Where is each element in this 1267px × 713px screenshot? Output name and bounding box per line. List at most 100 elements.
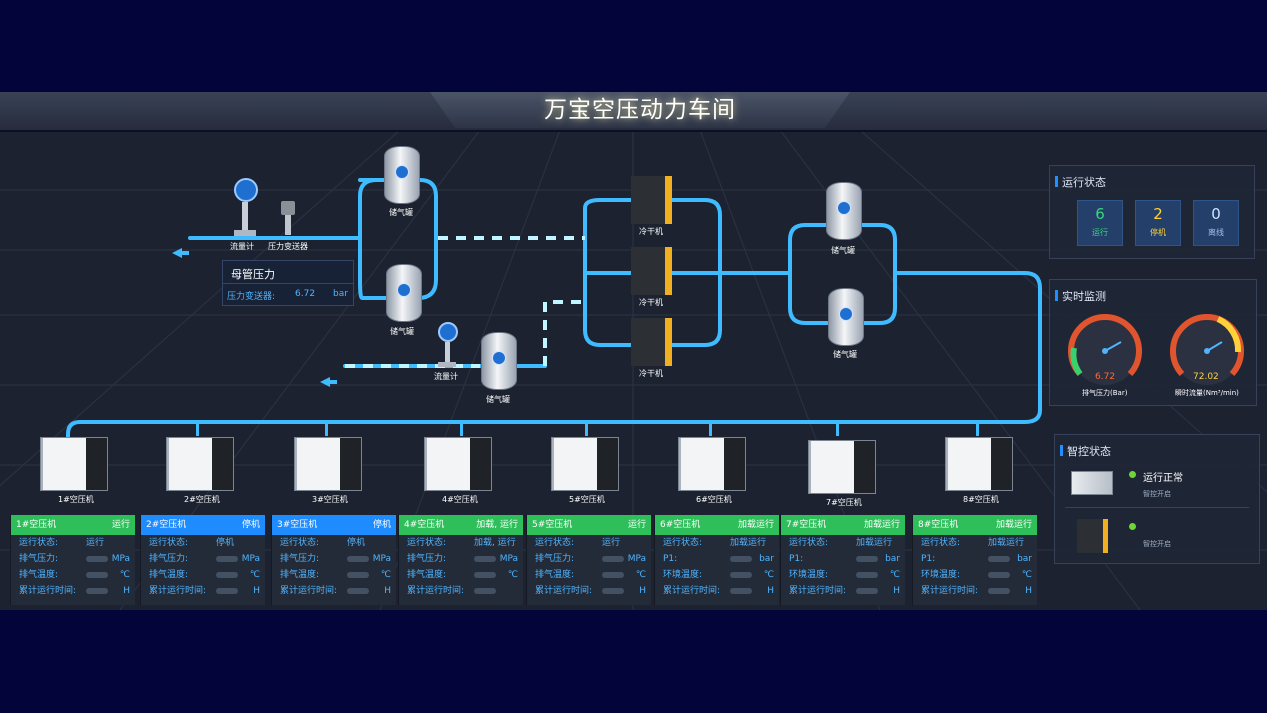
- compressor-name: 1#空压机: [16, 520, 57, 530]
- metric-unit: ℃: [889, 570, 900, 580]
- metric-value: [730, 567, 752, 583]
- redacted-value: [988, 571, 1010, 578]
- storage-tank-icon[interactable]: [828, 288, 864, 346]
- redacted-value: [216, 587, 238, 594]
- metric-unit: MPa: [241, 554, 260, 564]
- compressor-state: 加载运行: [995, 520, 1032, 530]
- metric-value: [856, 567, 878, 583]
- compressor-state: 停机: [372, 520, 391, 530]
- flowmeter-icon-2[interactable]: [438, 322, 458, 367]
- compressor-metric-row: P1:bar: [655, 551, 779, 567]
- storage-tank-label: 储气罐: [833, 350, 857, 359]
- compressor-name: 7#空压机: [786, 520, 827, 530]
- redacted-value: [856, 555, 878, 562]
- metric-label: 环境温度:: [921, 570, 961, 580]
- flow-gauge-label: 瞬时流量(Nm³/min): [1175, 389, 1239, 397]
- metric-label: 累计运行时间:: [280, 586, 338, 596]
- air-compressor-icon[interactable]: [808, 440, 876, 494]
- title-plate: [430, 92, 850, 128]
- metric-unit: H: [123, 586, 130, 596]
- metric-value: 运行: [602, 538, 621, 548]
- refrigerated-dryer-label: 冷干机: [639, 298, 663, 307]
- redacted-value: [988, 555, 1010, 562]
- metric-value: [86, 583, 108, 599]
- metric-value: 加载运行: [856, 538, 893, 548]
- metric-unit: MPa: [372, 554, 391, 564]
- compressor-name: 4#空压机: [404, 520, 445, 530]
- realtime-panel: 实时监测 6.72 排气压力(Bar) 72.02 瞬时流量(Nm³/min): [1049, 279, 1257, 406]
- refrigerated-dryer-icon[interactable]: [631, 176, 672, 224]
- air-compressor-icon[interactable]: [40, 437, 108, 491]
- run-status-panel: 运行状态 6 运行 2 停机 0 离线: [1049, 165, 1255, 259]
- compressor-metric-row: 运行状态:停机: [141, 535, 265, 551]
- compressor-card-header: 3#空压机 停机: [272, 515, 396, 535]
- metric-unit: H: [253, 586, 260, 596]
- metric-unit: H: [639, 586, 646, 596]
- air-compressor-label: 6#空压机: [696, 495, 732, 504]
- storage-tank-icon[interactable]: [481, 332, 517, 390]
- storage-tank-icon[interactable]: [826, 182, 862, 240]
- pressure-gauge-label: 排气压力(Bar): [1082, 389, 1128, 397]
- metric-value: [216, 551, 238, 567]
- redacted-value: [988, 587, 1010, 594]
- metric-label: 累计运行时间:: [407, 586, 465, 596]
- metric-label: 累计运行时间:: [789, 586, 847, 596]
- metric-value: [730, 551, 752, 567]
- metric-unit: H: [767, 586, 774, 596]
- air-compressor-icon[interactable]: [294, 437, 362, 491]
- compressor-metric-row: 环境温度:℃: [913, 567, 1037, 583]
- metric-label: 排气压力:: [535, 554, 575, 564]
- flowmeter-label-2: 流量计: [434, 372, 458, 381]
- compressor-metric-row: 累计运行时间:H: [655, 583, 779, 599]
- flowmeter-label: 流量计: [230, 242, 254, 251]
- compressor-metric-row: 排气压力: MPa: [272, 551, 396, 567]
- pressure-transmitter-icon[interactable]: [281, 201, 295, 237]
- metric-label: 环境温度:: [789, 570, 829, 580]
- metric-label: 排气温度:: [280, 570, 320, 580]
- air-compressor-icon[interactable]: [551, 437, 619, 491]
- air-compressor-icon[interactable]: [424, 437, 492, 491]
- metric-value: [988, 567, 1010, 583]
- realtime-title: 实时监测: [1055, 290, 1106, 303]
- compressor-metric-row: 排气压力:MPa: [11, 551, 135, 567]
- air-compressor-label: 7#空压机: [826, 498, 862, 507]
- storage-tank-icon[interactable]: [384, 146, 420, 204]
- refrigerated-dryer-icon[interactable]: [631, 247, 672, 295]
- compressor-state: 停机: [241, 520, 260, 530]
- air-compressor-icon[interactable]: [678, 437, 746, 491]
- running-count-card[interactable]: 6 运行: [1077, 200, 1123, 246]
- metric-label: 累计运行时间:: [19, 586, 77, 596]
- compressor-metric-row: 运行状态:加载运行: [781, 535, 905, 551]
- tank-badge-icon: [397, 283, 411, 297]
- dryer-mini-icon: [1077, 519, 1108, 553]
- metric-value: [347, 567, 369, 583]
- storage-tank-icon[interactable]: [386, 264, 422, 322]
- compressor-card-header: 8#空压机加载运行: [913, 515, 1037, 535]
- metric-label: 运行状态:: [663, 538, 703, 548]
- compressor-metric-row: 运行状态:运行: [11, 535, 135, 551]
- compressor-name: 3#空压机: [277, 520, 318, 530]
- air-compressor-icon[interactable]: [166, 437, 234, 491]
- stopped-count-card[interactable]: 2 停机: [1135, 200, 1181, 246]
- main-pressure-label: 压力变送器:: [227, 292, 276, 302]
- metric-unit: MPa: [627, 554, 646, 564]
- metric-value: [602, 583, 624, 599]
- air-compressor-icon[interactable]: [945, 437, 1013, 491]
- metric-label: 排气压力:: [280, 554, 320, 564]
- metric-value: [474, 583, 496, 599]
- main-pressure-value: 6.72: [295, 289, 316, 299]
- redacted-value: [216, 555, 238, 562]
- compressor-metric-row: 运行状态:加载运行: [655, 535, 779, 551]
- offline-count-card[interactable]: 0 离线: [1193, 200, 1239, 246]
- refrigerated-dryer-icon[interactable]: [631, 318, 672, 366]
- metric-value: 运行: [86, 538, 105, 548]
- flowmeter-icon[interactable]: [234, 178, 258, 236]
